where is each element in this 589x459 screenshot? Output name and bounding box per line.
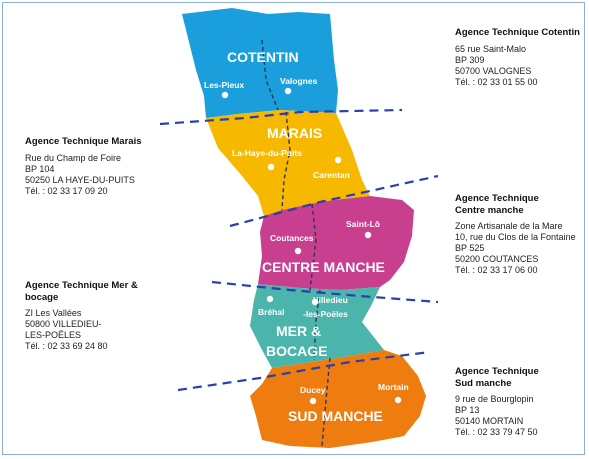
agency-cotentin-line: 65 rue Saint-Malo — [455, 43, 527, 54]
agency-centre: Agence Technique Centre manche Zone Arti… — [455, 193, 576, 276]
town-dot-ducey — [309, 397, 317, 405]
agency-sud-line: BP 13 — [455, 405, 480, 415]
zone-label-cotentin: COTENTIN — [227, 49, 299, 65]
agency-merbocage-line: 50800 VILLEDIEU- — [25, 319, 102, 329]
internal-borders — [261, 39, 331, 447]
agency-marais: Agence Technique Marais Rue du Champ de … — [25, 136, 165, 197]
agency-merbocage-line: LES-POËLES — [25, 330, 82, 340]
agency-merbocage: Agence Technique Mer & bocage ZI Les Val… — [25, 280, 150, 352]
agency-cotentin-line: BP 309 — [455, 54, 485, 65]
agency-cotentin-name: Agence Technique Cotentin — [455, 27, 580, 38]
town-dot-villedieu — [311, 298, 319, 306]
agency-sud-line: 9 rue de Bourglopin — [455, 394, 534, 404]
town-ducey: Ducey — [300, 385, 326, 395]
agency-centre-name: Agence Technique Centre manche — [455, 193, 539, 216]
agency-marais-line: 50250 LA HAYE-DU-PUITS — [25, 174, 135, 185]
town-dot-coutances — [294, 247, 302, 255]
town-dot-valognes — [284, 87, 292, 95]
agency-centre-line: Zone Artisanale de la Mare — [455, 221, 563, 231]
town-brehal: Bréhal — [258, 307, 284, 317]
towns: Les-Pieux Valognes La-Haye-du-Puits Care… — [204, 76, 409, 405]
agency-marais-line: Tél. : 02 33 17 09 20 — [25, 185, 108, 196]
agency-centre-line: 50200 COUTANCES — [455, 254, 539, 264]
agency-sud-line: 50140 MORTAIN — [455, 416, 524, 426]
town-carentan: Carentan — [313, 170, 350, 180]
town-coutances: Coutances — [270, 233, 314, 243]
map-frame — [2, 2, 585, 455]
zone-label-marais: MARAIS — [267, 125, 322, 141]
town-dot-saint-lo — [364, 231, 372, 239]
agency-centre-line: 10, rue du Clos de la Fontaine — [455, 232, 576, 242]
zone-sud[interactable] — [250, 350, 426, 448]
town-dot-les-pieux — [221, 91, 229, 99]
agency-cotentin-line: 50700 VALOGNES — [455, 65, 532, 76]
town-mortain: Mortain — [378, 382, 409, 392]
town-saint-lo: Saint-Lô — [346, 219, 380, 229]
town-les-pieux: Les-Pieux — [204, 80, 244, 90]
town-valognes: Valognes — [280, 76, 318, 86]
agency-centre-line: BP 525 — [455, 243, 485, 253]
zone-label-merbocage-1: MER & — [276, 323, 321, 339]
town-dot-la-haye — [267, 163, 275, 171]
zone-cotentin[interactable] — [182, 8, 338, 118]
agency-merbocage-line: Tél. : 02 33 69 24 80 — [25, 341, 108, 351]
zone-label-centre: CENTRE MANCHE — [262, 259, 385, 275]
town-villedieu-2: -les-Poëles — [303, 309, 348, 319]
town-dot-carentan — [334, 156, 342, 164]
zone-label-merbocage-2: BOCAGE — [266, 343, 327, 359]
agency-marais-line: Rue du Champ de Foire — [25, 152, 122, 163]
agency-marais-line: BP 104 — [25, 163, 55, 174]
agency-cotentin-line: Tél. : 02 33 01 55 00 — [455, 76, 538, 87]
zone-centre[interactable] — [258, 196, 414, 290]
agency-merbocage-line: ZI Les Vallées — [25, 308, 82, 318]
town-dot-brehal — [266, 295, 274, 303]
agency-centre-line: Tél. : 02 33 17 06 00 — [455, 265, 538, 275]
zone-merbocage[interactable] — [250, 284, 384, 368]
agency-marais-name: Agence Technique Marais — [25, 136, 142, 147]
town-la-haye: La-Haye-du-Puits — [232, 148, 302, 158]
zone-label-sud: SUD MANCHE — [288, 408, 383, 424]
town-villedieu-1: Villedieu — [313, 295, 348, 305]
agency-sud: Agence Technique Sud manche 9 rue de Bou… — [455, 366, 555, 438]
zone-dividers — [159, 108, 439, 392]
agency-merbocage-name: Agence Technique Mer & bocage — [25, 280, 138, 303]
town-dot-mortain — [394, 396, 402, 404]
agency-sud-line: Tél. : 02 33 79 47 50 — [455, 427, 538, 437]
agency-sud-name: Agence Technique Sud manche — [455, 366, 539, 389]
agency-cotentin: Agence Technique Cotentin 65 rue Saint-M… — [455, 27, 585, 88]
